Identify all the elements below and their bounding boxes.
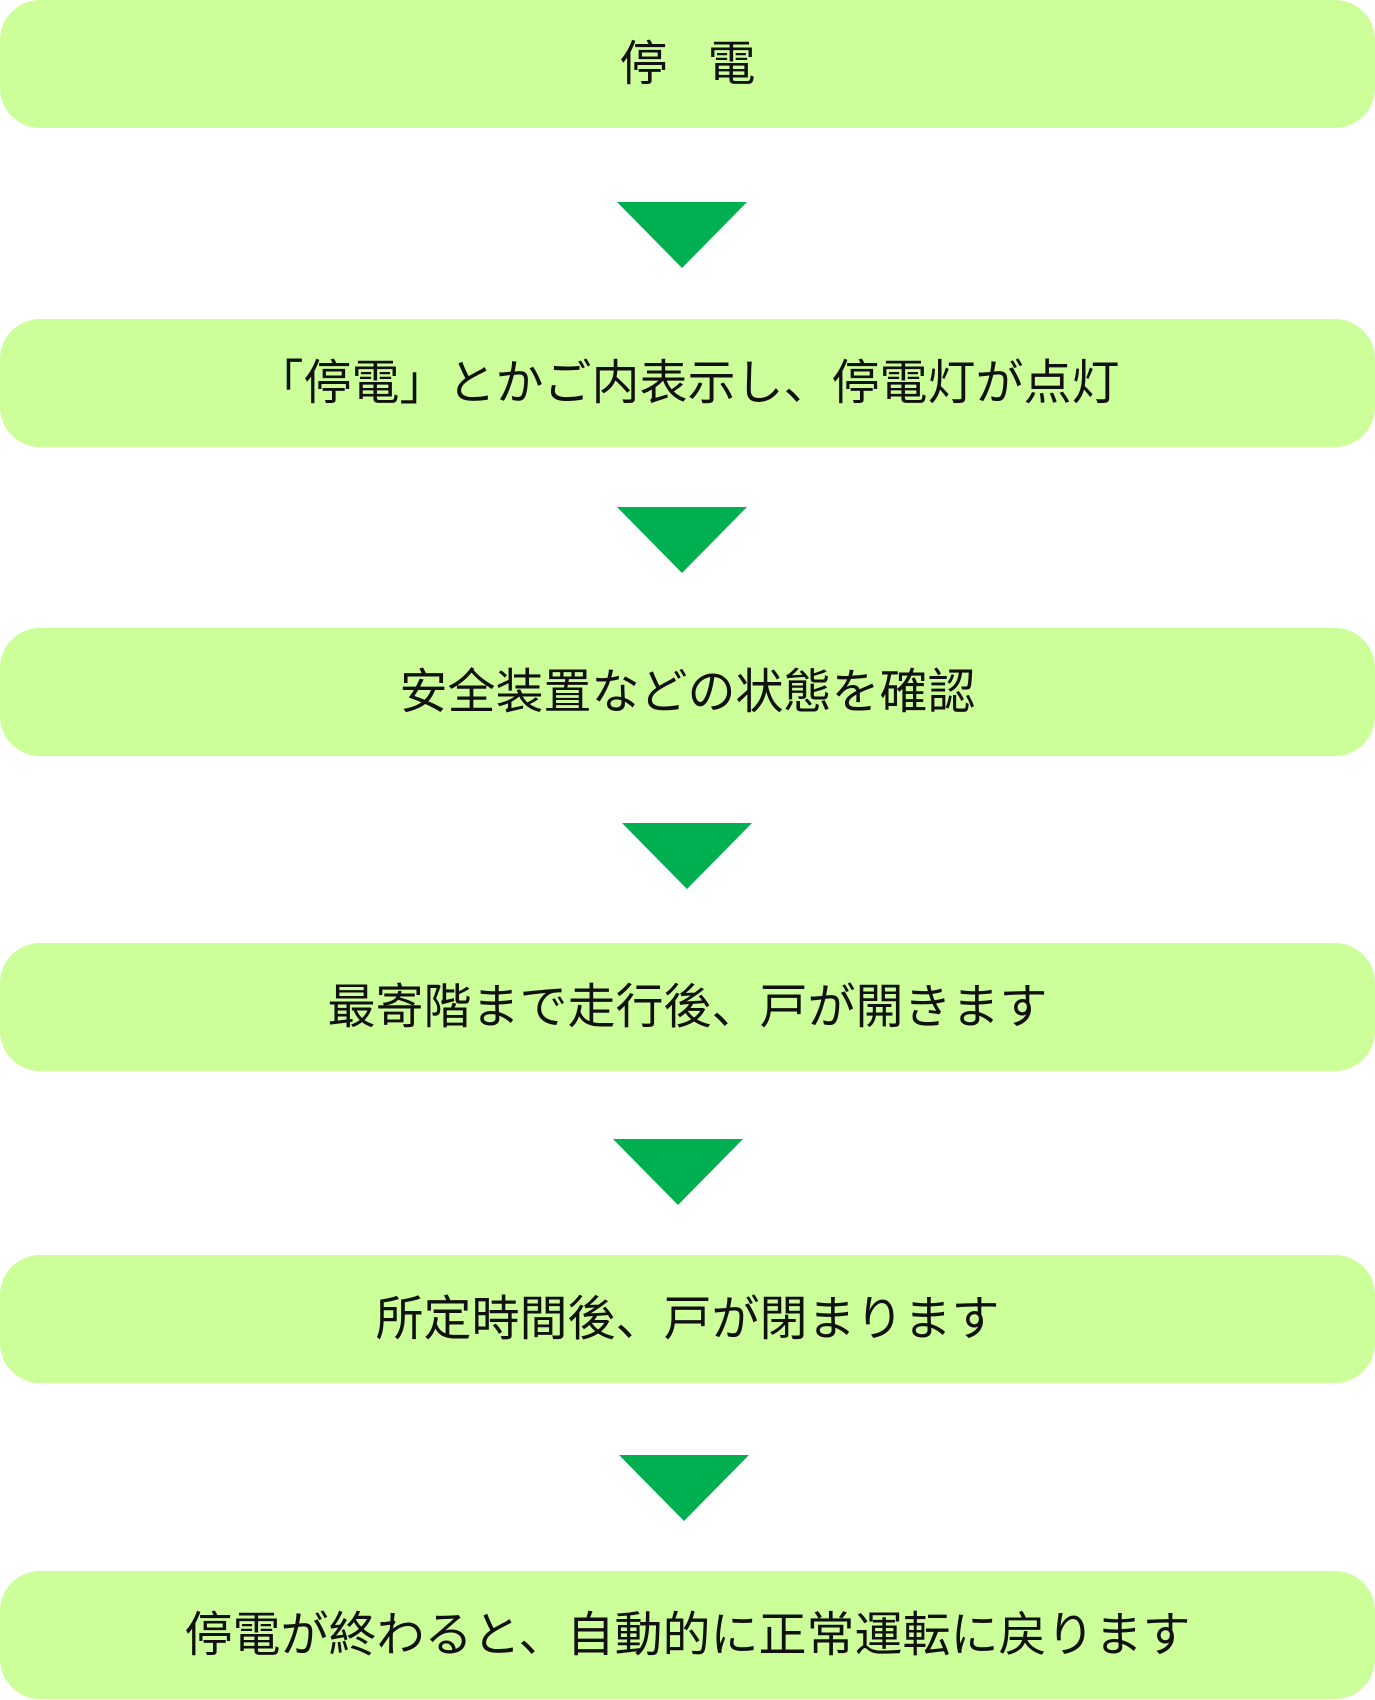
step-label-door-closes: 所定時間後、戸が閉まります — [375, 1291, 1000, 1347]
step-label-safety-check: 安全装置などの状態を確認 — [399, 664, 976, 720]
step-label-power-outage: 停電 — [619, 36, 796, 92]
step-box-nearest-floor: 最寄階まで走行後、戸が開きます — [0, 943, 1375, 1071]
down-arrow-icon — [617, 507, 747, 573]
down-arrow-icon — [622, 823, 752, 889]
step-box-power-outage: 停電 — [0, 0, 1375, 128]
step-label-normal-operation: 停電が終わると、自動的に正常運転に戻ります — [184, 1607, 1191, 1663]
step-box-normal-operation: 停電が終わると、自動的に正常運転に戻ります — [0, 1571, 1375, 1699]
step-label-nearest-floor: 最寄階まで走行後、戸が開きます — [327, 979, 1048, 1035]
step-label-display-and-light: 「停電」とかご内表示し、停電灯が点灯 — [255, 355, 1120, 411]
down-arrow-icon — [613, 1139, 743, 1205]
step-box-safety-check: 安全装置などの状態を確認 — [0, 628, 1375, 756]
down-arrow-icon — [617, 202, 747, 268]
down-arrow-icon — [619, 1455, 749, 1521]
step-box-display-and-light: 「停電」とかご内表示し、停電灯が点灯 — [0, 319, 1375, 447]
step-box-door-closes: 所定時間後、戸が閉まります — [0, 1255, 1375, 1383]
